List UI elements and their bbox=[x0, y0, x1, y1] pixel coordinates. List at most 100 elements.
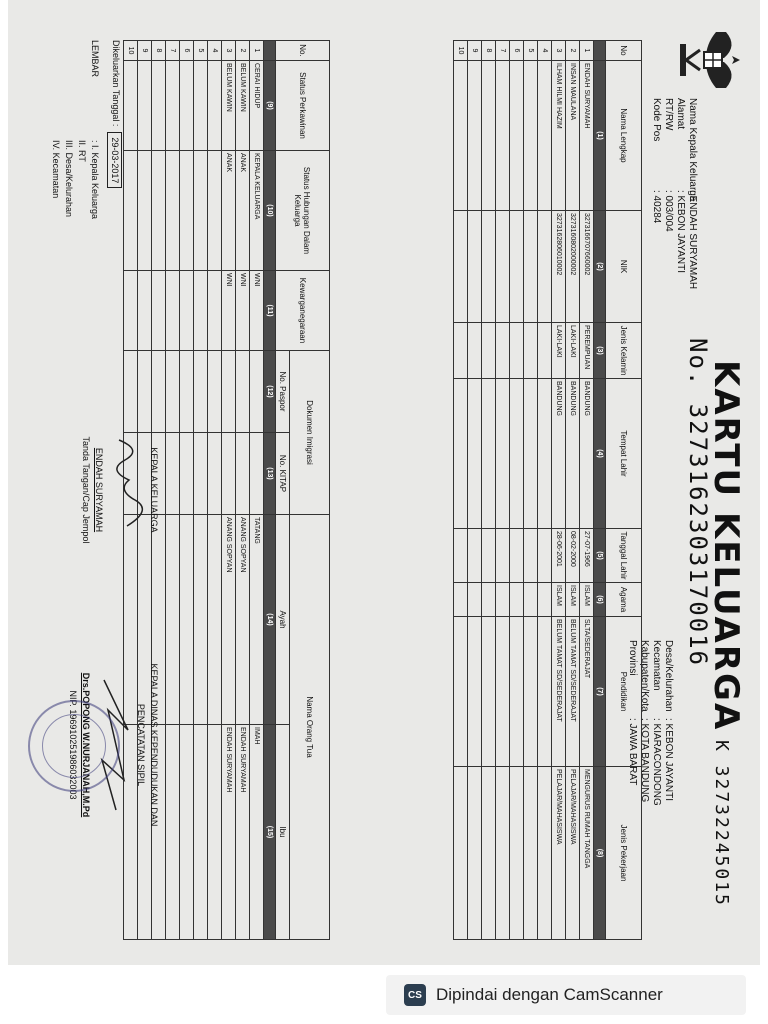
table-cell: 27-07-1966 bbox=[579, 528, 594, 583]
sheet-item: III. Desa/Kelurahan bbox=[64, 140, 74, 218]
table-cell bbox=[137, 270, 152, 351]
table-cell: BANDUNG bbox=[579, 378, 594, 529]
table-cell bbox=[481, 528, 496, 583]
table-cell bbox=[481, 582, 496, 617]
table-cell: 9 bbox=[137, 40, 152, 61]
document-number: No. 3273162303170016 bbox=[684, 338, 712, 667]
table-cell bbox=[453, 616, 468, 767]
table-cell bbox=[151, 270, 166, 351]
table-cell bbox=[523, 616, 538, 767]
table-row: 10 bbox=[453, 40, 468, 940]
table-cell bbox=[481, 378, 496, 529]
table-cell: 5 bbox=[193, 40, 208, 61]
table-cell: 3273160802000002 bbox=[565, 210, 580, 323]
address-value: : KEBON JAYANTI bbox=[675, 190, 686, 273]
table-cell bbox=[137, 60, 152, 151]
table-cell bbox=[467, 322, 482, 379]
sheet-item: : I. Kepala Keluarga bbox=[90, 140, 100, 220]
table-cell bbox=[509, 616, 524, 767]
table-cell: BELUM TAMAT SD/SEDERAJAT bbox=[565, 616, 580, 767]
table-cell: LAKI-LAKI bbox=[565, 322, 580, 379]
table-cell: BELUM KAWIN bbox=[221, 60, 236, 151]
table-cell bbox=[523, 378, 538, 529]
table-cell: BELUM TAMAT SD/SEDERAJAT bbox=[551, 616, 566, 767]
household-info: Nama Kepala Keluarga: ENDAH SURYAMAH Ala… bbox=[650, 98, 698, 289]
camscanner-icon: CS bbox=[404, 984, 426, 1006]
table-cell: 2 bbox=[565, 40, 580, 61]
table-cell bbox=[165, 724, 180, 940]
table-cell: ENDAH SURYAMAH bbox=[221, 724, 236, 940]
serial-number: K 32732245015 bbox=[711, 740, 732, 907]
table-cell bbox=[509, 322, 524, 379]
table-cell bbox=[221, 350, 236, 433]
district-value: : KIARACONDONG bbox=[651, 718, 662, 806]
table-cell: 1 bbox=[249, 40, 264, 61]
table-cell bbox=[249, 432, 264, 515]
table-cell bbox=[481, 210, 496, 323]
household-head-label: Nama Kepala Keluarga bbox=[687, 98, 698, 202]
household-head-value: : ENDAH SURYAMAH bbox=[687, 190, 698, 290]
table-cell bbox=[235, 432, 250, 515]
sheet-item: IV. Kecamatan bbox=[51, 140, 61, 199]
table-cell bbox=[495, 210, 510, 323]
table-cell bbox=[467, 528, 482, 583]
issue-info: Dikeluarkan Tanggal : 29-03-2017 LEMBAR:… bbox=[49, 40, 122, 219]
postal-code-value: : 40284 bbox=[651, 190, 662, 224]
table-cell bbox=[537, 60, 552, 211]
family-card: KARTU KELUARGA No. 3273162303170016 K 32… bbox=[8, 0, 760, 965]
table-row: 6 bbox=[179, 40, 194, 940]
table-cell bbox=[193, 60, 208, 151]
table-cell bbox=[467, 60, 482, 211]
table-cell bbox=[123, 270, 138, 351]
table-cell bbox=[481, 616, 496, 767]
table-cell: ISLAM bbox=[551, 582, 566, 617]
table-cell: WNI bbox=[249, 270, 264, 351]
table-cell bbox=[495, 766, 510, 940]
table-cell: ANAK bbox=[235, 150, 250, 271]
table-cell: ILHAM HILMI HAZIM bbox=[551, 60, 566, 211]
table-cell bbox=[179, 432, 194, 515]
col-header: NIK bbox=[605, 210, 642, 323]
table-cell bbox=[151, 60, 166, 151]
table-cell bbox=[165, 514, 180, 725]
col-header: Pendidikan bbox=[605, 616, 642, 767]
issued-date: 29-03-2017 bbox=[107, 132, 122, 189]
column-index: (15) bbox=[263, 724, 276, 940]
column-index: (6) bbox=[593, 582, 606, 617]
table-cell: 1 bbox=[579, 40, 594, 61]
table-cell bbox=[467, 766, 482, 940]
official-signature: KEPALA DINAS KEPENDUDUKAN DAN PENCATATAN… bbox=[66, 640, 160, 850]
signature-icon bbox=[116, 439, 144, 527]
table-row: 7 bbox=[165, 40, 180, 940]
table-cell: KEPALA KELUARGA bbox=[249, 150, 264, 271]
col-header: Tempat Lahir bbox=[605, 378, 642, 529]
household-head-signature: KEPALA KELUARGA ENDAH SURYAMAH Tanda Tan… bbox=[79, 410, 160, 570]
table-cell: BELUM KAWIN bbox=[235, 60, 250, 151]
table-cell bbox=[537, 378, 552, 529]
kk-title: KEPALA KELUARGA bbox=[149, 447, 159, 533]
column-index: (10) bbox=[263, 150, 276, 271]
column-index: (9) bbox=[263, 60, 276, 151]
table-cell bbox=[467, 582, 482, 617]
col-header: Agama bbox=[605, 582, 642, 617]
table-cell bbox=[537, 528, 552, 583]
table-cell bbox=[509, 766, 524, 940]
camscanner-watermark: CS Dipindai dengan CamScanner bbox=[386, 975, 746, 1015]
table-cell: 8 bbox=[151, 40, 166, 61]
table-row: 4 bbox=[207, 40, 222, 940]
table-cell bbox=[523, 60, 538, 211]
table-cell: ENDAH SURYAMAH bbox=[579, 60, 594, 211]
table-cell bbox=[179, 60, 194, 151]
table-cell: PELAJAR/MAHASISWA bbox=[551, 766, 566, 940]
members-table: No Nama Lengkap NIK Jenis Kelamin Tempat… bbox=[453, 40, 642, 940]
table-cell bbox=[537, 582, 552, 617]
column-index: (14) bbox=[263, 514, 276, 725]
table-cell bbox=[523, 322, 538, 379]
table-cell bbox=[193, 724, 208, 940]
table-cell: 28-06-2001 bbox=[551, 528, 566, 583]
table-cell bbox=[179, 270, 194, 351]
table-row: 6 bbox=[509, 40, 524, 940]
rt-rw-label: RT/RW bbox=[663, 98, 674, 131]
